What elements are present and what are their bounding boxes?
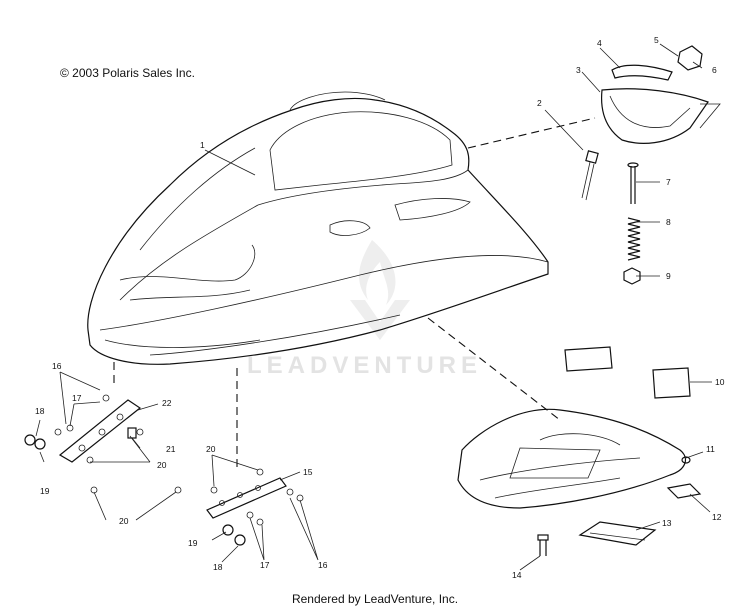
screw-part-2[interactable] <box>581 150 599 201</box>
vent-assembly[interactable] <box>600 45 721 144</box>
nut-part-9[interactable] <box>623 267 641 285</box>
callout-17b: 17 <box>260 560 270 570</box>
callout-3: 3 <box>576 65 581 75</box>
callout-6: 6 <box>712 65 717 75</box>
callout-1: 1 <box>200 140 205 150</box>
callout-2: 2 <box>537 98 542 108</box>
callout-18b: 18 <box>213 562 223 572</box>
nut-part-11[interactable] <box>681 456 691 464</box>
copyright-notice: © 2003 Polaris Sales Inc. <box>60 66 195 80</box>
callout-5: 5 <box>654 35 659 45</box>
pad-part-10a[interactable] <box>564 346 613 372</box>
callout-11: 11 <box>706 444 715 454</box>
watermark-text: LEADVENTURE <box>247 352 483 379</box>
callout-16a: 16 <box>52 361 62 371</box>
callout-20a: 20 <box>157 460 167 470</box>
callout-17a: 17 <box>72 393 82 403</box>
footer-credit: Rendered by LeadVenture, Inc. <box>291 592 459 606</box>
bracket-left[interactable] <box>58 399 142 463</box>
callout-7: 7 <box>666 177 671 187</box>
decal-part-12[interactable] <box>666 483 702 499</box>
leader-vent-to-hood <box>467 117 596 149</box>
callout-18a: 18 <box>35 406 45 416</box>
callout-13: 13 <box>662 518 672 528</box>
callout-21: 21 <box>166 444 176 454</box>
fasteners-left[interactable] <box>24 394 182 494</box>
spring-part-8[interactable] <box>627 217 641 261</box>
fasteners-right[interactable] <box>210 468 304 546</box>
screw-part-14[interactable] <box>537 534 549 556</box>
callout-19b: 19 <box>188 538 198 548</box>
leader-hood-to-pan <box>427 317 561 421</box>
callout-20c: 20 <box>206 444 216 454</box>
callout-19a: 19 <box>40 486 50 496</box>
pin-part-7[interactable] <box>627 162 639 204</box>
callout-12: 12 <box>712 512 722 522</box>
leader-lines <box>35 43 712 571</box>
callout-8: 8 <box>666 217 671 227</box>
callout-9: 9 <box>666 271 671 281</box>
bracket-right[interactable] <box>206 477 287 519</box>
callout-10: 10 <box>715 377 725 387</box>
pad-part-10b[interactable] <box>652 367 691 399</box>
callout-22: 22 <box>162 398 172 408</box>
grate-part-13[interactable] <box>578 521 657 546</box>
callout-20b: 20 <box>119 516 129 526</box>
belly-pan[interactable] <box>457 408 687 509</box>
watermark-logo <box>350 240 410 340</box>
hood-assembly[interactable] <box>87 91 549 365</box>
callout-14: 14 <box>512 570 522 580</box>
callout-4: 4 <box>597 38 602 48</box>
callout-16b: 16 <box>318 560 328 570</box>
callout-15: 15 <box>303 467 313 477</box>
